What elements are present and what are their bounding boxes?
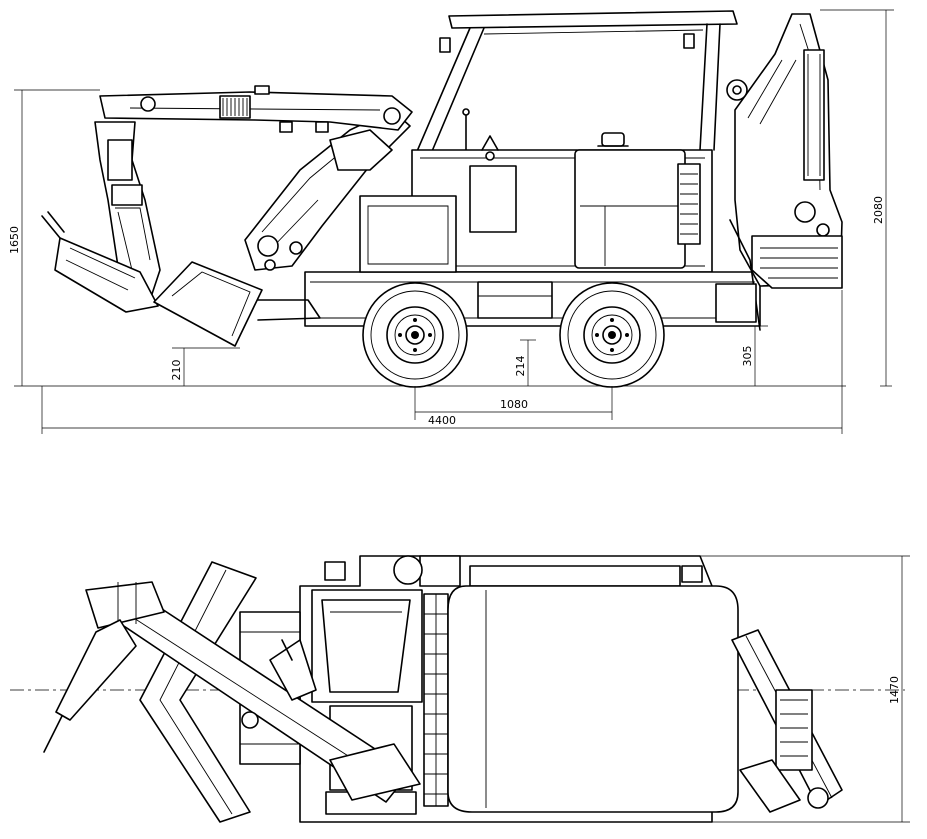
top-backhoe [731,629,843,813]
total-length-label: 4400 [428,414,456,427]
blade-clearance-label: 210 [170,360,183,381]
top-dozer-blade [139,561,257,823]
front-wheel [362,282,468,388]
arm-height-label: 1650 [8,226,21,254]
rear-clearance-label: 305 [741,346,754,367]
boom-arm [41,85,413,347]
frame-clearance-label: 214 [514,356,527,377]
dim-frame-clearance: 214 [514,339,536,386]
dim-total-width: 1470 [888,556,903,822]
dim-arm-height: 1650 [8,89,100,386]
top-boom-arm [43,581,421,803]
dim-total-length: 4400 [41,290,843,434]
side-view: 2080 1650 210 214 305 [8,9,894,434]
dim-total-height: 2080 [820,9,894,387]
dim-wheelbase: 1080 [414,386,613,420]
dim-blade-clearance: 210 [170,347,240,386]
top-view: 1470 [10,555,910,823]
rear-wheel [559,282,665,388]
total-height-label: 2080 [872,196,885,224]
backhoe [715,13,843,331]
dim-rear-clearance: 305 [741,325,768,386]
top-chassis [239,555,739,823]
wheelbase-label: 1080 [500,398,528,411]
total-width-label: 1470 [888,676,901,704]
